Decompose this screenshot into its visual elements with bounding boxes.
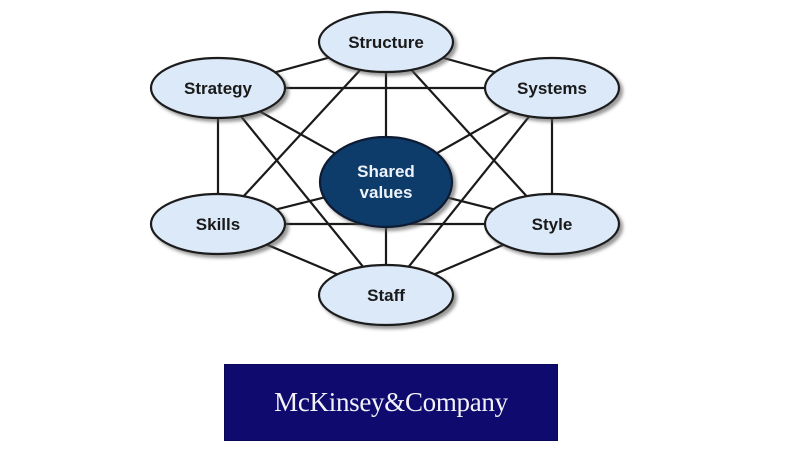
node-label: Strategy <box>184 79 253 98</box>
edge-structure-skills <box>217 41 387 225</box>
node-structure: Structure <box>317 10 455 74</box>
edge-systems-staff <box>385 87 553 296</box>
node-label: Systems <box>517 79 587 98</box>
node-strategy: Strategy <box>149 56 287 120</box>
mckinsey-logo: McKinsey&Company <box>224 364 558 441</box>
nodes: Structure Strategy Systems Skills Style … <box>149 10 621 327</box>
node-systems: Systems <box>483 56 621 120</box>
logo-text: McKinsey&Company <box>274 387 508 417</box>
node-shared-values: Shared values <box>318 135 454 229</box>
edge-structure-style <box>385 41 553 225</box>
node-label: Staff <box>367 286 405 305</box>
node-label: Structure <box>348 33 424 52</box>
node-skills: Skills <box>149 192 287 256</box>
node-label: Skills <box>196 215 240 234</box>
node-staff: Staff <box>317 263 455 327</box>
node-label: Style <box>532 215 573 234</box>
edge-strategy-staff <box>217 87 387 296</box>
center-label-line1: Shared <box>357 162 415 181</box>
center-label-line2: values <box>360 183 413 202</box>
node-style: Style <box>483 192 621 256</box>
